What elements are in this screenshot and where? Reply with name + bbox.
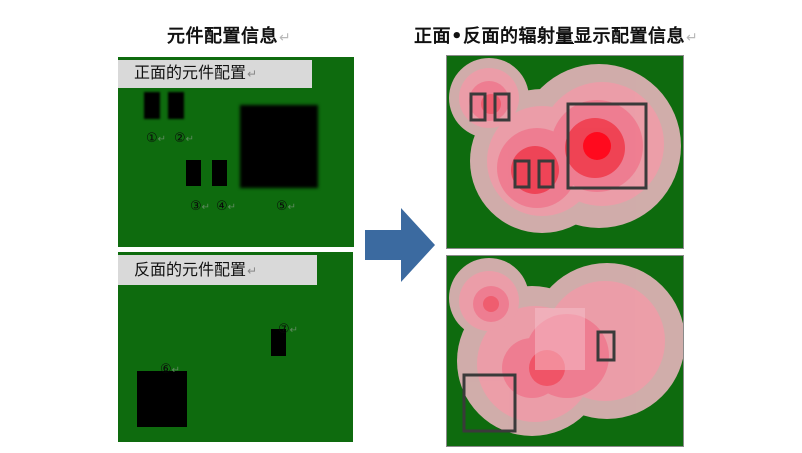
component-3 [186,160,201,186]
right-title-text-2: 量 [555,26,575,47]
component-4 [212,160,227,186]
back-heatmap [446,255,684,447]
front-heatmap-graphic [449,58,681,233]
component-5 [240,105,318,188]
back-label: 反面的元件配置↵ [118,255,317,285]
front-label: 正面的元件配置↵ [118,60,312,88]
component-6-label: ⑥↵ [160,362,181,377]
left-title-text: 元件配置信息 [167,26,278,47]
component-1-label: ①↵ [146,131,167,146]
component-2-label: ②↵ [174,131,195,146]
component-2 [168,92,184,119]
right-title: 正面•反面的辐射量显示配置信息↵ [414,22,698,48]
component-3-label: ③↵ [190,199,211,214]
left-title: 元件配置信息↵ [167,22,291,48]
return-mark: ↵ [279,30,292,46]
back-heatmap-graphic [449,258,683,436]
component-4-label: ④↵ [216,199,237,214]
front-heatmap [446,55,684,249]
right-title-text-1: 正面•反面的辐射 [414,26,556,47]
component-1 [144,92,160,119]
component-5-label: ⑤↵ [276,199,297,214]
component-7-label: ⑦↵ [278,322,299,337]
return-mark: ↵ [686,30,699,46]
component-6 [137,371,187,427]
component-7 [271,329,286,356]
right-arrow-icon [365,208,435,282]
front-board: ①↵ ②↵ ③↵ ④↵ ⑤↵ [118,57,354,247]
right-title-text-3: 显示配置信息 [574,26,686,47]
